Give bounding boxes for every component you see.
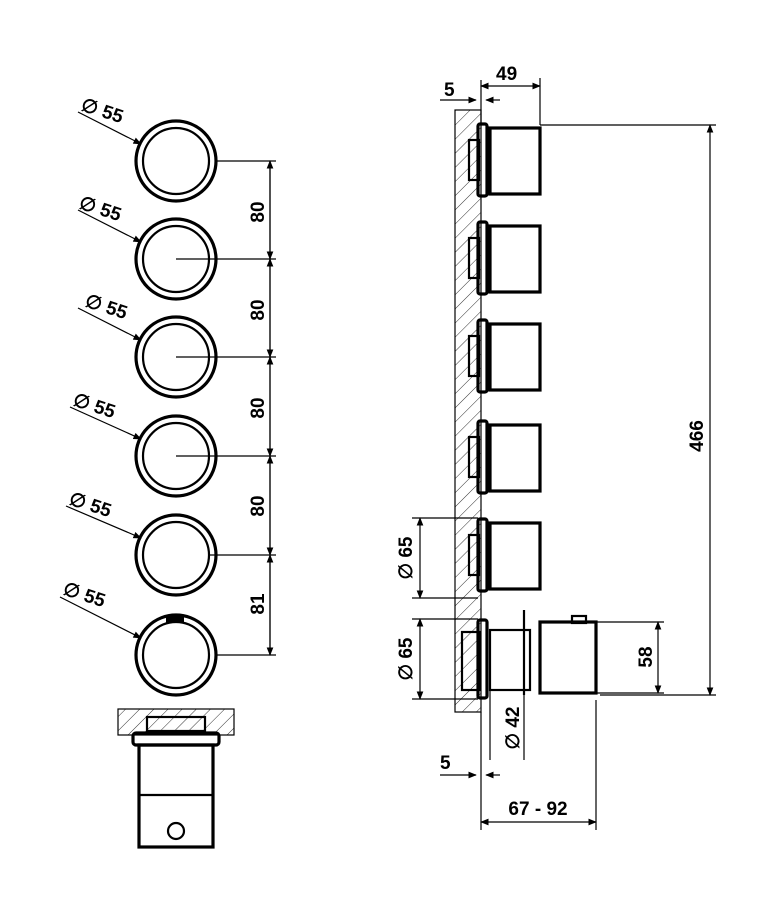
knob-6 xyxy=(134,613,218,697)
dim-wall-offset-top: 5 xyxy=(444,80,455,101)
side-knob-2 xyxy=(467,220,542,296)
knob-1 xyxy=(134,119,218,203)
spacing-label-4: 80 xyxy=(248,495,269,516)
diameter-label-5: ∅ 55 xyxy=(66,489,114,522)
side-body xyxy=(460,610,598,700)
side-knob-4 xyxy=(467,419,542,495)
spacing-label-5: 81 xyxy=(248,593,269,615)
diameter-label-1: ∅ 55 xyxy=(78,95,126,128)
wall-section xyxy=(454,109,482,713)
spacing-label-1: 80 xyxy=(248,201,269,222)
side-knob-5 xyxy=(467,517,542,593)
diameter-label-6: ∅ 55 xyxy=(60,579,108,612)
dim-wall-offset-bottom: 5 xyxy=(440,753,451,774)
dim-depth-top: 49 xyxy=(496,64,517,85)
extension-lines xyxy=(176,160,276,656)
spacing-label-3: 80 xyxy=(248,397,269,418)
diameter-label-3: ∅ 55 xyxy=(82,291,130,324)
side-knob-3 xyxy=(467,318,542,394)
front-view: 80 80 80 80 81 ∅ 55 ∅ 55 ∅ 55 ∅ 55 ∅ 55 … xyxy=(59,95,276,849)
spacing-label-2: 80 xyxy=(248,299,269,320)
knob-5 xyxy=(134,513,218,597)
dim-flange-lower: ∅ 65 xyxy=(396,637,417,680)
dim-pipe-diameter: ∅ 42 xyxy=(503,707,524,750)
dim-total-height: 466 xyxy=(687,420,708,452)
front-body xyxy=(117,708,235,849)
side-knob-1 xyxy=(467,122,542,198)
dim-flange-upper: ∅ 65 xyxy=(396,536,417,579)
diameter-leaders xyxy=(59,111,142,639)
dim-body-height: 58 xyxy=(636,646,657,667)
dim-depth-range: 67 - 92 xyxy=(508,799,567,820)
side-view: 49 5 466 ∅ 65 ∅ 65 58 xyxy=(396,64,716,830)
